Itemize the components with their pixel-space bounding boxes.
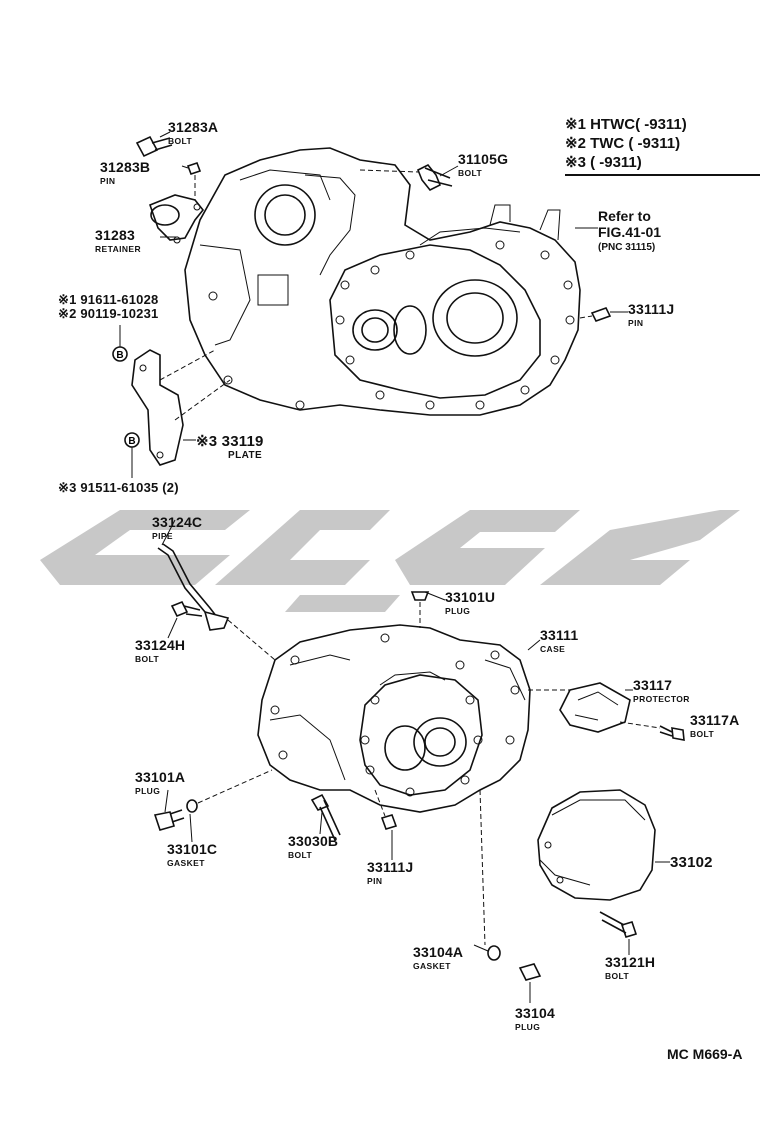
pin-33111j-top-part [590,307,612,322]
bolt-33030b-part [310,793,341,841]
reference-line-3: (PNC 31115) [598,242,656,253]
pipe-33124c-part [157,543,276,661]
bolt-33117a-part [619,721,685,741]
figure-reference: Refer to FIG.41-01 (PNC 31115) [598,208,661,256]
transaxle-case-drawing [257,624,531,813]
watermark-logo [40,510,740,612]
gasket-33101c-part [186,799,198,813]
plate-33119-part [131,349,231,466]
pin-31283b-part [186,161,202,176]
cover-33102-part [537,789,656,901]
bolt-31105g-part [416,163,453,192]
label-33102: 33102 [670,854,713,871]
plug-33104-part [518,963,542,981]
gasket-33104a-part [487,945,501,961]
bolt-33124h-part [170,600,203,618]
svg-text:B: B [116,350,123,361]
protector-33117-part [528,682,631,733]
transaxle-housing-drawing [184,147,581,416]
reference-line-1: Refer to [598,208,651,224]
version-legend: ※1 HTWC( -9311) ※2 TWC ( -9311) ※3 ( -93… [565,115,760,176]
bolt-31283a-part [135,135,173,158]
figure-code: MC M669-A [667,1046,743,1062]
label-91511: ※3 91511-61035 (2) [58,480,179,495]
marker-b-top: B [112,346,128,362]
reference-line-2: FIG.41-01 [598,224,662,240]
marker-b-bottom: B [124,432,140,448]
legend-row-htwc: ※1 HTWC( -9311) [565,116,687,133]
legend-row-3: ※3 ( -9311) [565,154,642,171]
legend-row-twc: ※2 TWC ( -9311) [565,135,681,152]
svg-text:B: B [128,436,135,447]
label-90119: ※2 90119-10231 [58,306,159,321]
plug-33101u-part [410,591,430,628]
bolt-33121h-part [599,911,638,938]
plug-33101a-part [153,809,185,831]
label-91611: ※1 91611-61028 [58,292,159,307]
legend-rule [565,174,760,176]
retainer-part [148,194,205,244]
pin-33111j-bottom-part [380,814,398,830]
